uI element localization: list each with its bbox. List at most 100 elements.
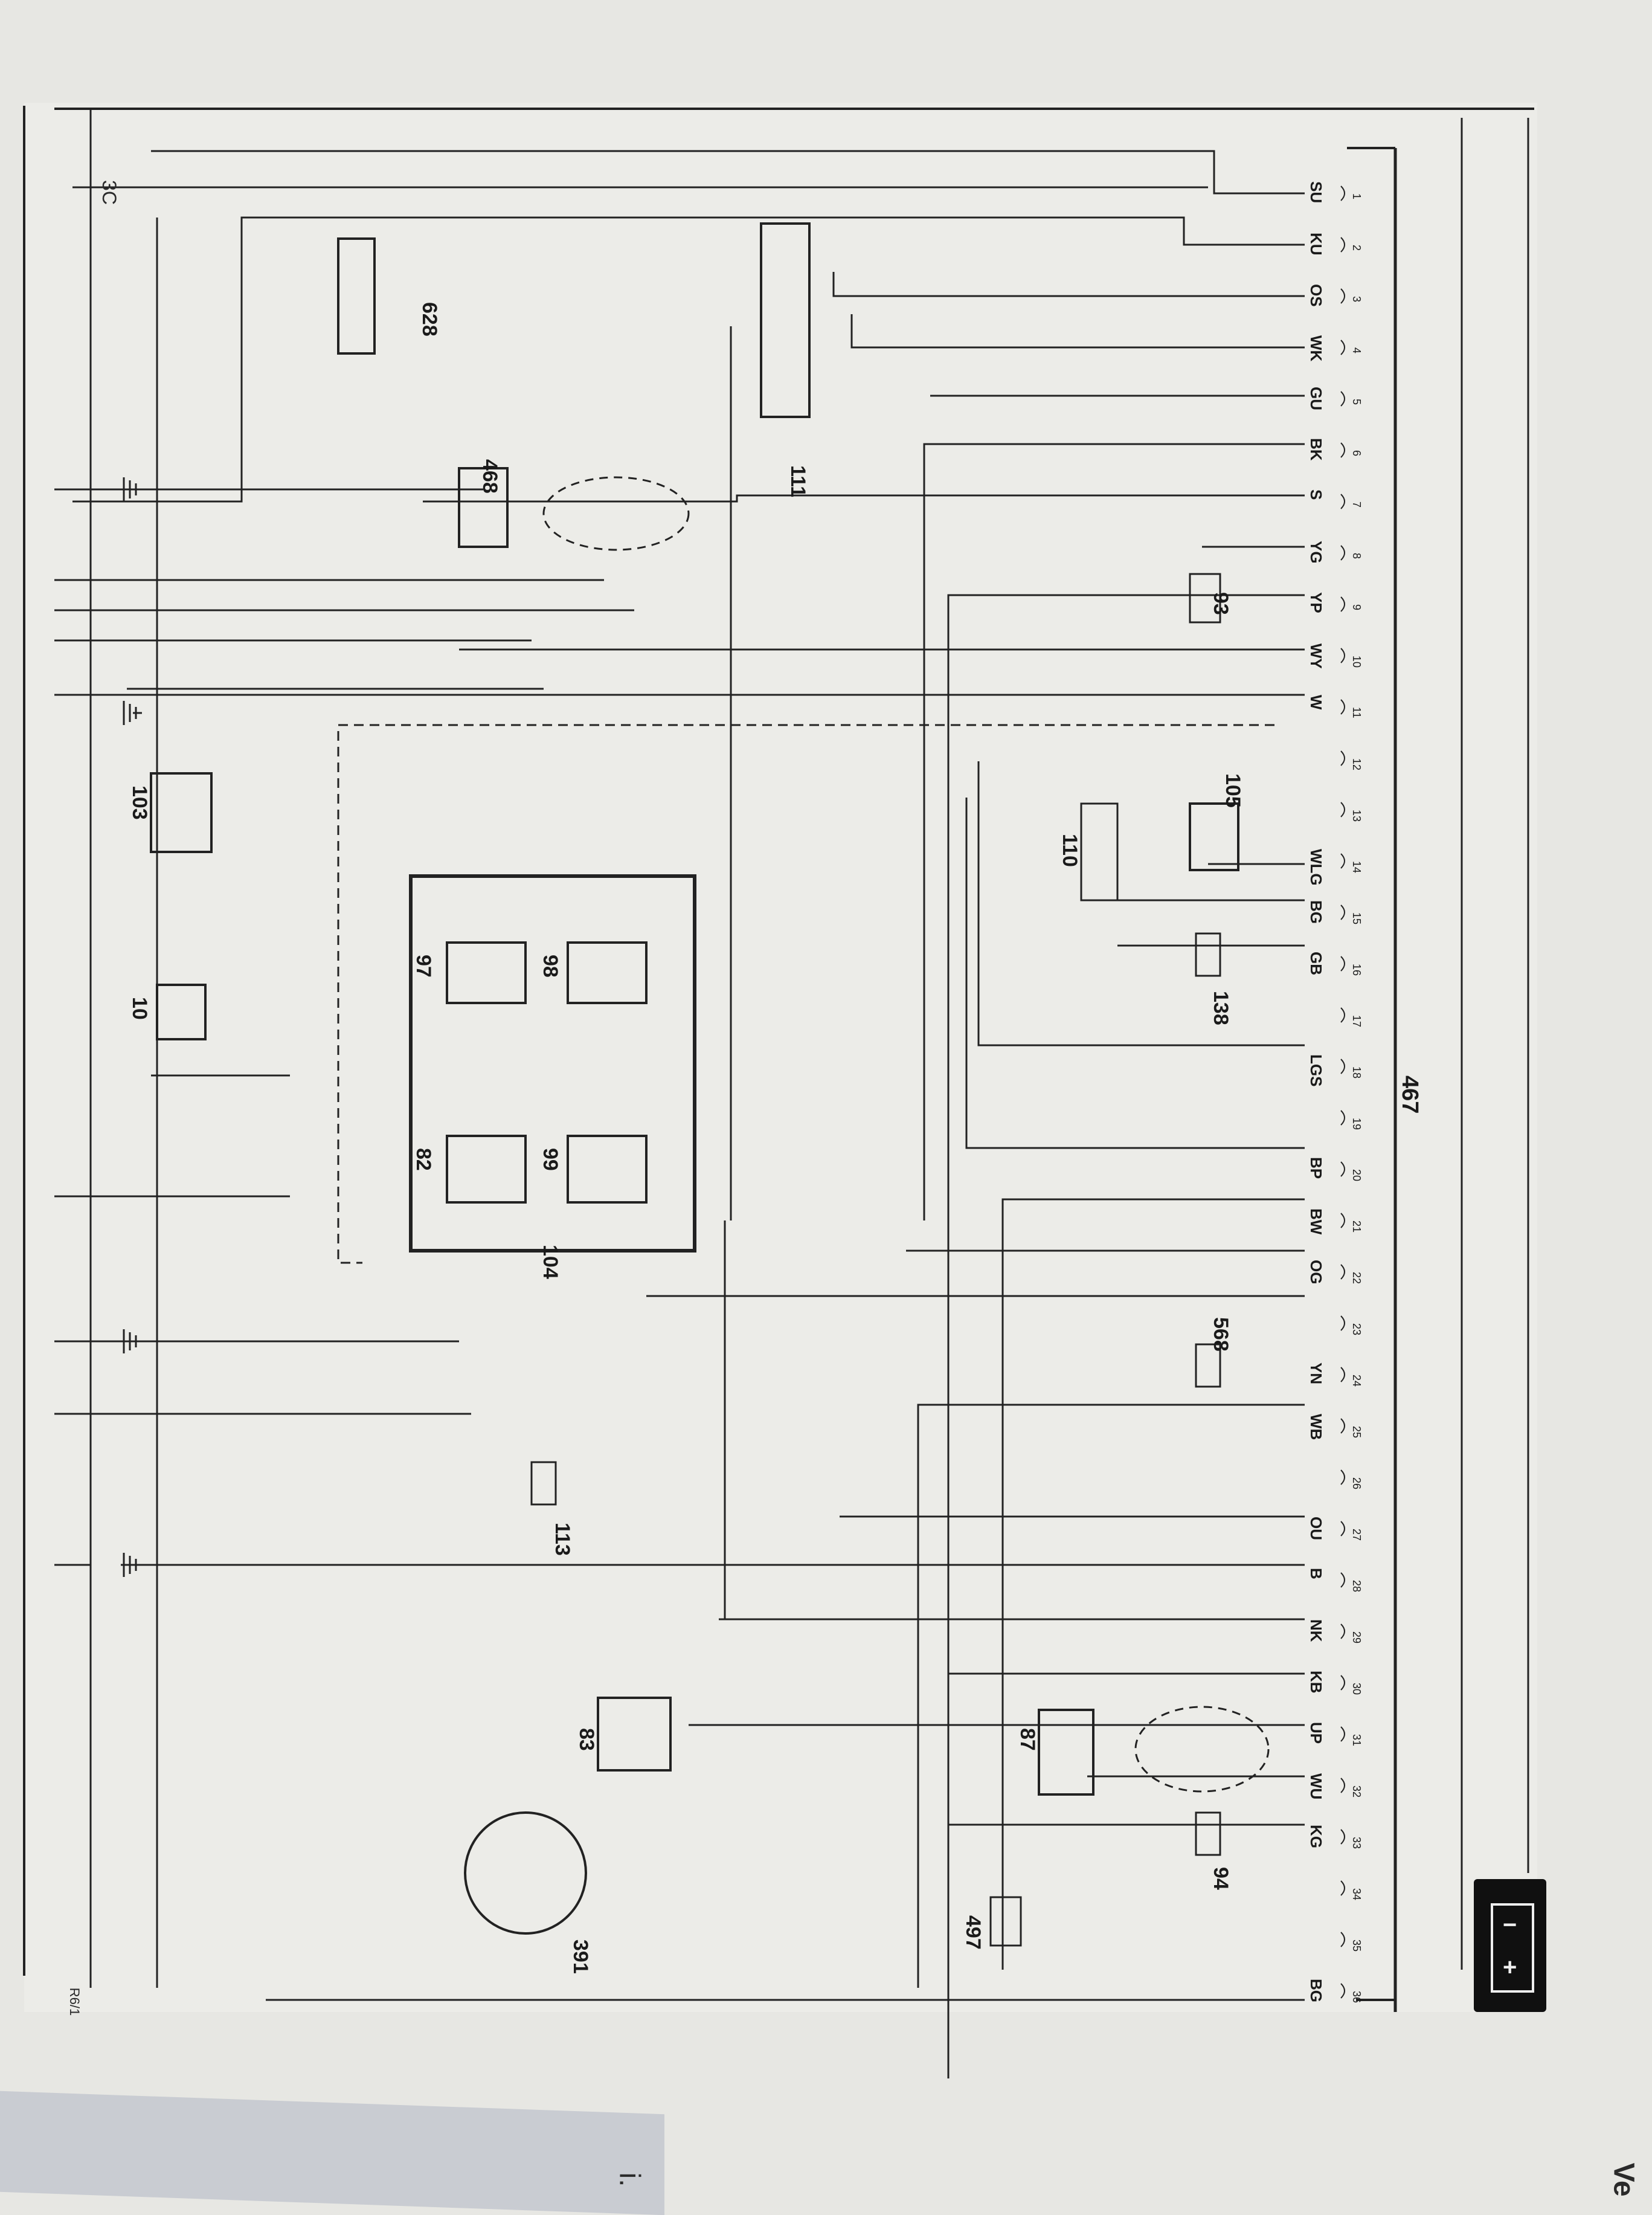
component-label-97: 97 (412, 955, 435, 978)
connector-467-pin: 19 (1351, 1118, 1363, 1130)
sensor-468 (458, 467, 509, 548)
connector-467-pin-socket (1340, 1983, 1345, 1999)
connector-467-pin: 11 (1351, 707, 1363, 718)
connector-467-pin-socket (1340, 1932, 1345, 1947)
connector-467-pin-socket (1340, 545, 1345, 561)
connector-467-pin: 10 (1351, 656, 1363, 668)
component-label-83: 83 (575, 1728, 598, 1751)
connector-467-pin-socket (1340, 1161, 1345, 1177)
connector-467-pin: 24 (1351, 1375, 1363, 1387)
connector-467-pin: 21 (1351, 1220, 1363, 1233)
wire-code-label: OS (1307, 284, 1325, 307)
resistor-94 (1195, 1811, 1221, 1856)
wire-code-label: S (1307, 489, 1325, 500)
distributor-391 (464, 1811, 587, 1935)
ground-symbols (123, 477, 142, 1577)
component-label-138: 138 (1209, 991, 1232, 1025)
connector-467-pin-socket (1340, 1675, 1345, 1691)
connector-467-pin-socket (1340, 1623, 1345, 1639)
fuse-497 (989, 1896, 1022, 1947)
connector-467-pin: 22 (1351, 1272, 1363, 1284)
connector-467-pin-socket (1340, 1469, 1345, 1485)
component-label-568: 568 (1209, 1317, 1232, 1352)
page-edge-text-2: i. (613, 2172, 646, 2187)
connector-110 (1080, 802, 1119, 901)
connector-467-pin: 17 (1351, 1015, 1363, 1027)
connector-467-pin: 27 (1351, 1529, 1363, 1541)
connector-467-pin: 4 (1351, 347, 1363, 353)
wire-code-label: WY (1307, 643, 1325, 669)
relay-99 (567, 1135, 648, 1204)
connector-467-pin-socket (1340, 1264, 1345, 1280)
connector-467-pin: 5 (1351, 399, 1363, 405)
wire-code-label: SU (1307, 181, 1325, 203)
component-label-104: 104 (539, 1245, 562, 1279)
page-edge-text-1: Ve (1607, 2162, 1640, 2197)
connector-467-label: 467 (1397, 1075, 1422, 1114)
connector-467-pin-socket (1340, 1572, 1345, 1588)
connector-467-pin: 29 (1351, 1631, 1363, 1643)
connector-467-pin-socket (1340, 1778, 1345, 1793)
connector-467-pin-socket (1340, 1315, 1345, 1331)
wire-code-label: BG (1307, 1979, 1325, 2002)
left-bus-lines (54, 109, 1208, 1988)
connector-467-pin: 12 (1351, 758, 1363, 770)
connector-467-pin: 32 (1351, 1785, 1363, 1797)
connector-467-pin: 18 (1351, 1066, 1363, 1078)
connector-467-pin-socket (1340, 1367, 1345, 1382)
wire-code-label: WB (1307, 1414, 1325, 1440)
connector-467-pin: 9 (1351, 604, 1363, 610)
connector-467-pin-socket (1340, 237, 1345, 253)
wire-code-label: GU (1307, 387, 1325, 410)
connector-467-pin: 34 (1351, 1888, 1363, 1900)
module-111-label: 111 (786, 465, 809, 497)
wire-code-label: WU (1307, 1773, 1325, 1799)
component-label-94: 94 (1209, 1867, 1232, 1890)
corner-text-bottom: R6/1 (67, 1987, 83, 2016)
component-label-110: 110 (1058, 834, 1081, 867)
sensor-468-label: 468 (478, 459, 501, 494)
connector-467-pin-socket (1340, 494, 1345, 509)
connector-467-pin: 20 (1351, 1169, 1363, 1181)
wire-code-label: YP (1307, 592, 1325, 613)
wire-code-label: KG (1307, 1825, 1325, 1848)
component-label-105: 105 (1221, 773, 1244, 808)
module-111 (760, 222, 811, 418)
resistor-93 (1189, 573, 1221, 624)
connector-467-pin-socket (1340, 1521, 1345, 1536)
connector-467-pin: 33 (1351, 1837, 1363, 1849)
connector-467-pin-socket (1340, 853, 1345, 869)
connector-467-pin-socket (1340, 1213, 1345, 1228)
wire-code-label: W (1307, 695, 1325, 710)
pump-103 (150, 772, 213, 853)
component-label-82: 82 (412, 1148, 435, 1171)
connector-467-pins: 1234567891011121314151617181920212223242… (1340, 185, 1363, 2003)
wire-code-label: OG (1307, 1260, 1325, 1284)
switch-101 (156, 984, 207, 1040)
connector-467-pin: 23 (1351, 1323, 1363, 1335)
connector-467-pin-socket (1340, 802, 1345, 817)
wire-code-label: UP (1307, 1722, 1325, 1744)
wire-code-label: KU (1307, 233, 1325, 256)
component-label-391: 391 (569, 1939, 592, 1974)
wire-code-label: BK (1307, 438, 1325, 461)
wire-code-label: NK (1307, 1619, 1325, 1642)
wire-code-label: B (1307, 1568, 1325, 1579)
component-label-103: 103 (128, 785, 151, 820)
resistor-113 (530, 1461, 557, 1506)
connector-467-pin: 36 (1351, 1991, 1363, 2003)
connector-467-pin-socket (1340, 750, 1345, 766)
wire-code-label: GB (1307, 952, 1325, 975)
connector-467-pin: 14 (1351, 861, 1363, 873)
wire-code-label: BP (1307, 1157, 1325, 1179)
connector-467-pin-socket (1340, 904, 1345, 920)
wire-code-label: OU (1307, 1517, 1325, 1540)
relay-97 (446, 941, 527, 1004)
connector-467-pin: 2 (1351, 245, 1363, 251)
connector-467-pin-socket (1340, 1829, 1345, 1845)
connector-467-pin: 16 (1351, 964, 1363, 976)
connector-467-pin: 31 (1351, 1734, 1363, 1746)
connector-467-pin-socket (1340, 1007, 1345, 1023)
